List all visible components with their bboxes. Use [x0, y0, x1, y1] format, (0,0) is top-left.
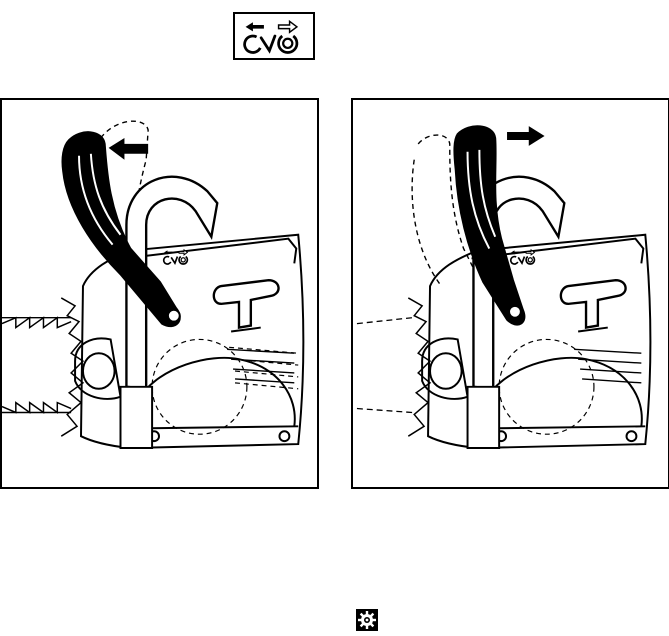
brake-engaged-figure — [0, 98, 319, 489]
chain-brake-engaged-illustration-icon — [2, 100, 317, 487]
chain-brake-symbol-icon — [235, 14, 313, 58]
gear-icon — [355, 608, 379, 632]
chain-brake-symbol-box — [233, 12, 315, 60]
service-gear-icon — [355, 608, 379, 632]
chain-brake-released-illustration-icon — [353, 100, 668, 487]
brake-released-figure — [351, 98, 669, 489]
